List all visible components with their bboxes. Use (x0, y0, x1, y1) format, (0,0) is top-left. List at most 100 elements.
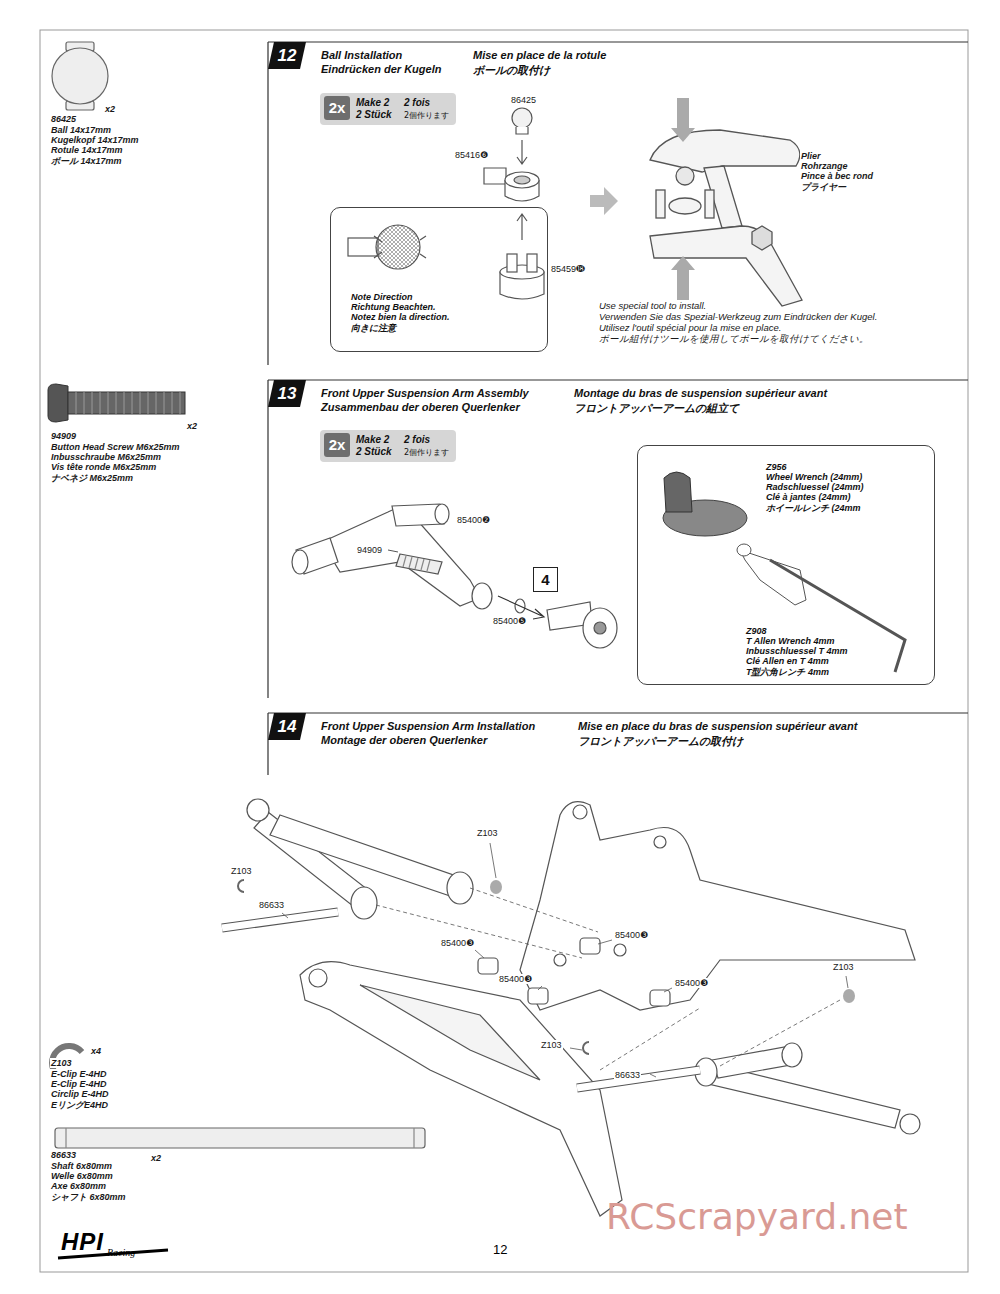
press-arrow (671, 256, 695, 300)
ball-install-parts (484, 108, 544, 299)
part-number: 94909 (50, 431, 77, 441)
node-text: 2 fois (404, 434, 430, 445)
part-number: 85400❸ (614, 930, 649, 940)
part-number: 85459⓲ (550, 264, 586, 274)
shafts-clips (222, 880, 855, 1088)
part-number: Z103 (476, 828, 499, 838)
part-desc: Rotule 14x17mm (50, 145, 124, 155)
step-title: Montage du bras de suspension supérieur … (573, 387, 828, 399)
part-desc: Inbusschraube M6x25mm (50, 452, 162, 462)
node-text: T Allen Wrench 4mm (746, 636, 835, 646)
press-arrow (671, 98, 695, 142)
tool-drawing (663, 472, 905, 672)
part-desc: ナベネジ M6x25mm (50, 472, 134, 485)
tool-name: Plier (800, 151, 822, 161)
part-desc: Axe 6x80mm (50, 1181, 107, 1191)
note-part (348, 225, 426, 269)
part-desc: EリングE4HD (50, 1099, 109, 1112)
ball-part (52, 42, 108, 110)
part-desc: Ball 14x17mm (50, 125, 112, 135)
step-title: Mise en place du bras de suspension supé… (577, 720, 858, 732)
node-text: Z956 (766, 462, 787, 472)
step-frame (268, 42, 968, 775)
page-number: 12 (492, 1242, 508, 1257)
part-desc: Vis tête ronde M6x25mm (50, 462, 157, 472)
node-text: Note Direction (351, 292, 413, 302)
step-title: Front Upper Suspension Arm Installation (320, 720, 536, 732)
part-desc: Welle 6x80mm (50, 1171, 114, 1181)
brand-logo: HPI (60, 1228, 105, 1256)
step-number: 12 (268, 42, 306, 69)
direction-arrow (590, 187, 618, 215)
step-title: Ball Installation (320, 49, 403, 61)
leader-lines (240, 843, 848, 1077)
chassis-assembly (247, 799, 920, 1216)
watermark: RCScrapyard.net (605, 1196, 909, 1237)
plier-tool (650, 130, 802, 306)
page-border (40, 30, 968, 1272)
quantity: x4 (90, 1046, 102, 1056)
screw-part (48, 384, 185, 422)
part-number: 85400❷ (456, 515, 491, 525)
part-desc: Button Head Screw M6x25mm (50, 442, 181, 452)
step-title: Front Upper Suspension Arm Assembly (320, 387, 530, 399)
part-number: 86425 (510, 95, 537, 105)
part-number: Z103 (540, 1040, 563, 1050)
instruction: ボール組付けツールを使用してボールを取付けてください。 (598, 333, 870, 346)
instruction: Verwenden Sie das Spezial-Werkzeug zum E… (598, 311, 878, 322)
instruction: Utilisez l'outil spécial pour la mise en… (598, 322, 782, 333)
node-text: 2 Stück (356, 446, 392, 457)
part-number: Z103 (50, 1058, 73, 1068)
part-desc: Shaft 6x80mm (50, 1161, 113, 1171)
part-number: Z103 (832, 962, 855, 972)
step-title: Zusammenbau der oberen Querlenker (320, 401, 521, 413)
note-inset: Note DirectionRichtung Beachten.Notez bi… (330, 207, 548, 352)
part-desc: シャフト 6x80mm (50, 1191, 127, 1204)
quantity: x2 (104, 104, 116, 114)
quantity-badge: 2xMake 22 fois2 Stück2個作ります (320, 430, 456, 462)
part-desc: Circlip E-4HD (50, 1089, 110, 1099)
node-text: Z908 (746, 626, 767, 636)
shaft-part (55, 1128, 425, 1148)
part-number: 86425 (50, 114, 77, 124)
node-text: Wheel Wrench (24mm) (766, 472, 862, 482)
part-number: 94909 (356, 545, 383, 555)
part-number: 85416❻ (454, 150, 489, 160)
part-number: 86633 (614, 1070, 641, 1080)
part-number: Z103 (230, 866, 253, 876)
callout-number: 4 (533, 567, 558, 592)
tool-name: プライヤー (800, 181, 847, 194)
node-text: 2 Stück (356, 109, 392, 120)
node-text: 2 fois (404, 97, 430, 108)
brand-logo: Racing (106, 1247, 136, 1258)
step-title: Montage der oberen Querlenker (320, 734, 488, 746)
node-text: 13 (278, 384, 297, 404)
part-number: 85400❺ (492, 616, 527, 626)
node-text: Clé Allen en T 4mm (746, 656, 829, 666)
part-desc: ボール 14x17mm (50, 155, 123, 168)
step-title: ボールの取付け (472, 63, 551, 78)
node-text: Make 2 (356, 434, 389, 445)
part-number: 86633 (50, 1150, 77, 1160)
step-title: フロントアッパーアームの組立て (573, 401, 740, 416)
part-desc: E-Clip E-4HD (50, 1079, 108, 1089)
leader-line (388, 550, 398, 552)
part-number: 85400❸ (440, 938, 475, 948)
node-text: T型六角レンチ 4mm (746, 666, 829, 679)
instruction: Use special tool to install. (598, 300, 707, 311)
quantity: x2 (150, 1153, 162, 1163)
node-text: 14 (278, 717, 297, 737)
node-text: 向きに注意 (351, 322, 396, 335)
step-number: 13 (268, 380, 306, 407)
step-title: Eindrücken der Kugeln (320, 63, 442, 75)
part-desc: Kugelkopf 14x17mm (50, 135, 140, 145)
node-text: Radschluessel (24mm) (766, 482, 864, 492)
upper-arm (292, 504, 617, 648)
node-text: 4 (541, 571, 549, 588)
part-desc: E-Clip E-4HD (50, 1069, 108, 1079)
step-number: 14 (268, 713, 306, 740)
node-text: Make 2 (356, 97, 389, 108)
node-text: 2個作ります (404, 110, 449, 121)
node-text: Richtung Beachten. (351, 302, 436, 312)
